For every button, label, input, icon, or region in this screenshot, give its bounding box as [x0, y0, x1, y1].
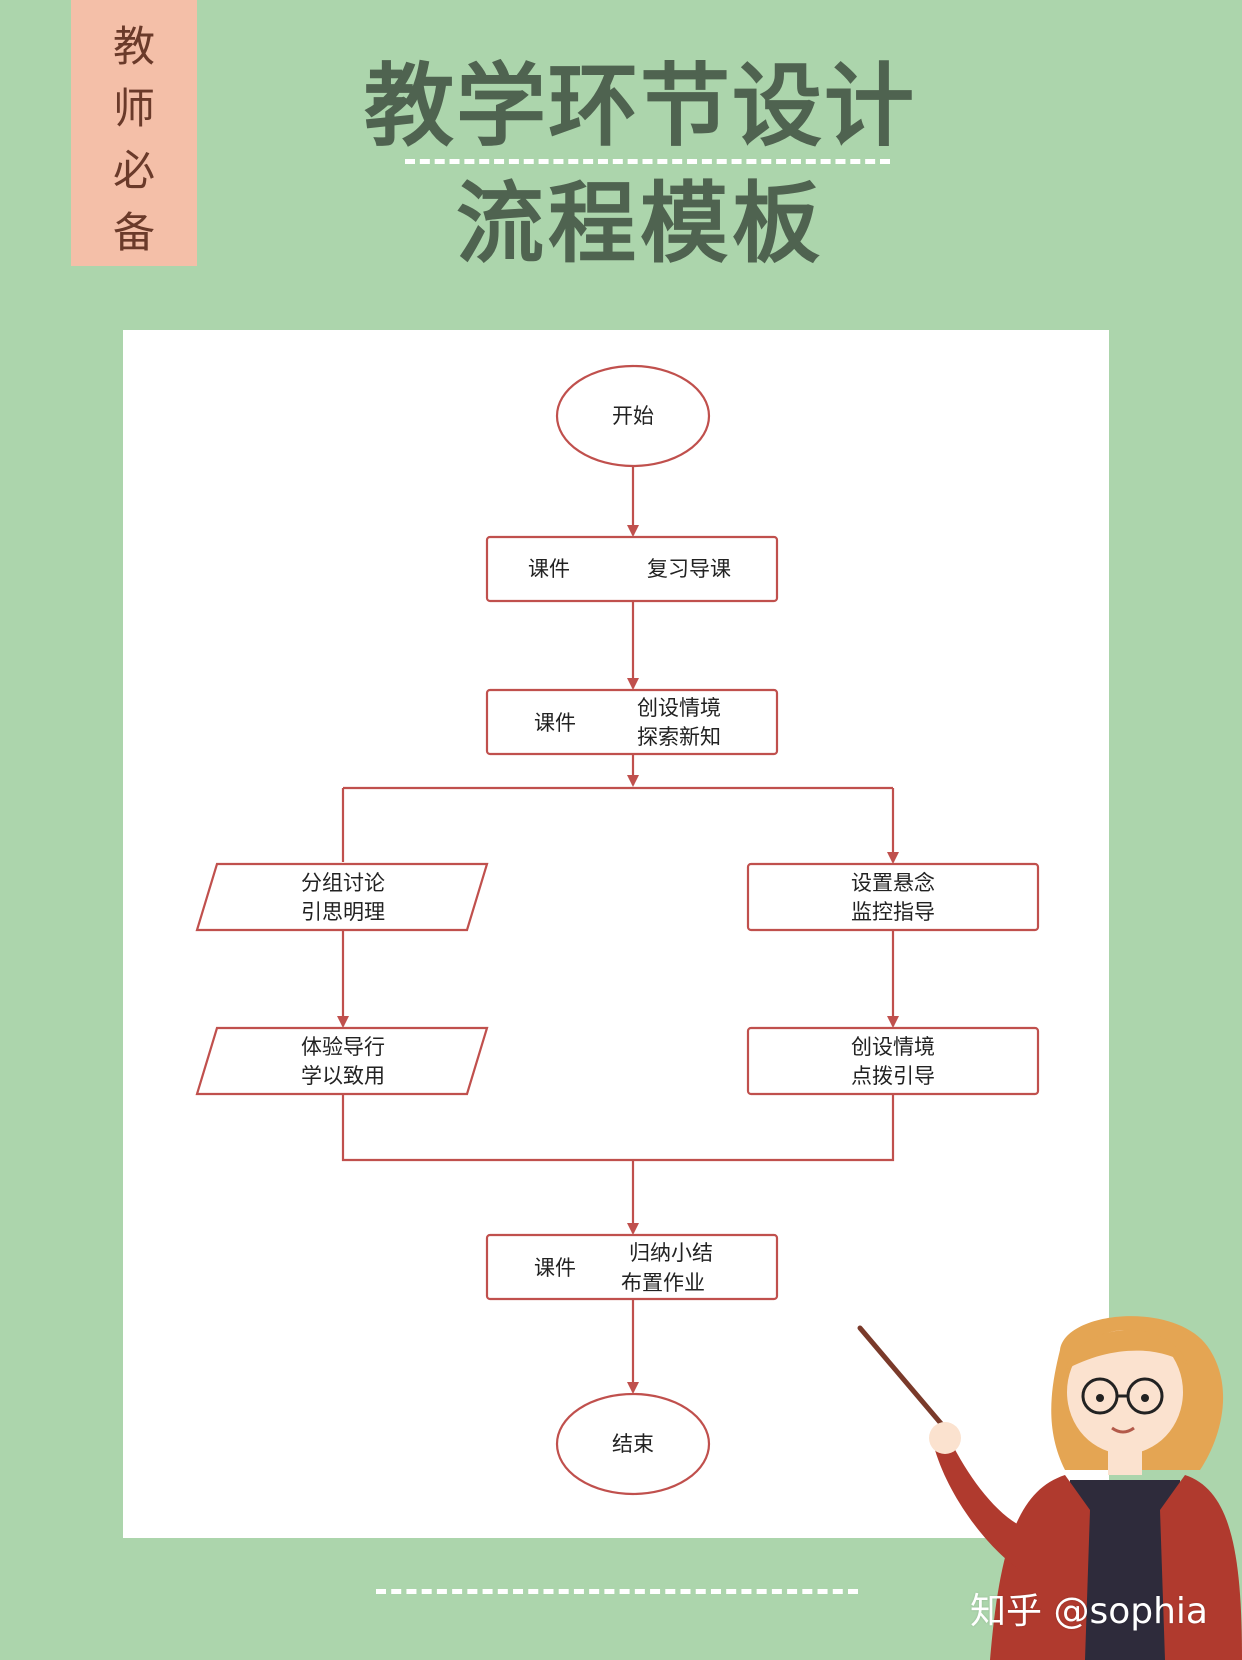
eye: [1141, 1394, 1149, 1402]
left-box-2-line2: 学以致用: [301, 1064, 385, 1088]
watermark: 知乎 @sophia: [970, 1591, 1208, 1632]
bottom-divider: [376, 1589, 858, 1594]
neck: [1108, 1445, 1142, 1475]
end-node: [555, 1392, 711, 1496]
step2-left-label: 课件: [534, 711, 576, 735]
step3-left-label: 课件: [534, 1256, 576, 1280]
flowchart: 开始 课件 复习导课 课件 创设情境 探索新知 分组讨论 引思明理 体验导行 学…: [195, 364, 1040, 1496]
step3-right-line2: 布置作业: [621, 1271, 705, 1295]
shirt: [1055, 1480, 1195, 1660]
right-box-2-line2: 点拨引导: [851, 1064, 935, 1088]
right-box-1-line1: 设置悬念: [851, 871, 935, 895]
flowchart-card: 开始 课件 复习导课 课件 创设情境 探索新知 分组讨论 引思明理 体验导行 学…: [123, 330, 1109, 1538]
left-box-1: [195, 862, 489, 932]
page-title: 教学环节设计: [364, 54, 916, 159]
left-box-2: [195, 1026, 489, 1096]
left-box-1-line1: 分组讨论: [301, 871, 385, 895]
left-box-2-line1: 体验导行: [301, 1035, 385, 1059]
eye: [1096, 1394, 1104, 1402]
hand: [929, 1422, 961, 1454]
page-subtitle: 流程模板: [455, 172, 824, 275]
left-box-1-line2: 引思明理: [301, 900, 385, 924]
arm: [935, 1440, 1030, 1570]
step2-right-line2: 探索新知: [637, 725, 721, 749]
end-label: 结束: [612, 1432, 654, 1456]
bangs: [1065, 1329, 1188, 1370]
step1-right-label: 复习导课: [647, 557, 731, 581]
tag-label: 教 师 必 备: [71, 0, 197, 266]
mouth: [1111, 1426, 1135, 1434]
start-label: 开始: [612, 404, 654, 428]
title-divider: [405, 159, 890, 164]
teacher-illustration: [857, 1316, 1242, 1660]
tag-char: 教: [112, 22, 155, 71]
tag-char: 师: [112, 84, 155, 133]
cardigan: [1160, 1475, 1242, 1660]
tag-char: 备: [112, 208, 155, 257]
step2-box: [485, 688, 779, 756]
step1-left-label: 课件: [528, 557, 570, 581]
right-box-2-line1: 创设情境: [851, 1035, 935, 1059]
step2-right-line1: 创设情境: [637, 696, 721, 720]
merge-line: [341, 1094, 895, 1162]
cardigan: [990, 1475, 1090, 1660]
right-box-1-line2: 监控指导: [851, 900, 935, 924]
tag-char: 必: [112, 146, 155, 195]
face: [1067, 1330, 1183, 1454]
pointer-stick: [857, 1325, 958, 1443]
step3-right-line1: 归纳小结: [629, 1241, 713, 1265]
